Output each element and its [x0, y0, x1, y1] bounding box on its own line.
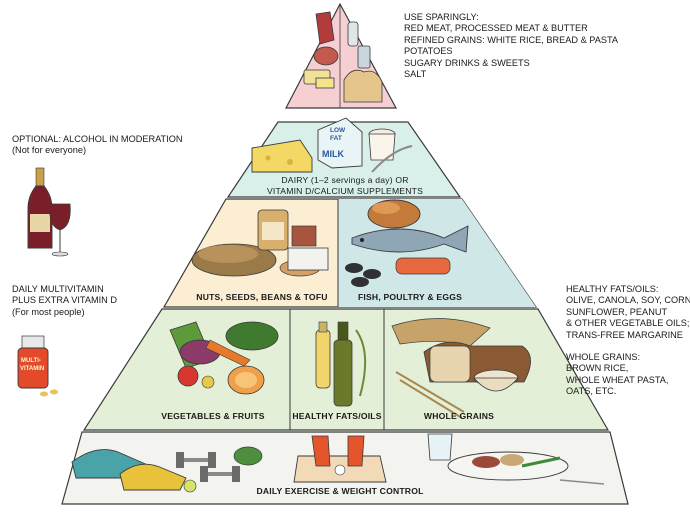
turkey-icon [367, 199, 421, 229]
grains-item: BROWN RICE, [566, 363, 629, 374]
vitamin-note-line1: DAILY MULTIVITAMIN [12, 284, 104, 294]
sparingly-item: SALT [404, 69, 427, 80]
wine-glass-icon [49, 203, 71, 257]
water-glass-icon [427, 433, 453, 461]
oil-bottle-icon [315, 321, 367, 407]
alcohol-note-line2: (Not for everyone) [12, 145, 87, 156]
vitamin-note-line3: (For most people) [12, 306, 85, 317]
grains-item: OATS, ETC. [566, 386, 617, 397]
dumbbell-icon [176, 446, 263, 493]
milk-carton-icon: LOW FAT MILK [317, 117, 363, 169]
bread-icon [343, 21, 383, 103]
dairy-label-line1: DAIRY (1–2 servings a day) OR [281, 175, 409, 185]
healthy-fats-heading: HEALTHY FATS/OILS: [566, 284, 659, 294]
dairy-label-line2: VITAMIN D/CALCIUM SUPPLEMENTS [266, 185, 424, 196]
grains-item: WHOLE WHEAT PASTA, [566, 374, 669, 385]
wheat-icon [391, 318, 491, 419]
exercise-label: DAILY EXERCISE & WEIGHT CONTROL [256, 486, 424, 496]
wine-bottle-icon [27, 167, 53, 249]
nuts-label: NUTS, SEEDS, BEANS & TOFU [196, 292, 328, 302]
milk-label: MILK [322, 149, 344, 159]
use-sparingly-heading: USE SPARINGLY: [404, 12, 479, 22]
whole-grains-note: WHOLE GRAINS: BROWN RICE, WHOLE WHEAT PA… [566, 352, 668, 398]
sparingly-item: SUGARY DRINKS & SWEETS [404, 57, 530, 68]
use-sparingly-note: USE SPARINGLY: RED MEAT, PROCESSED MEAT … [404, 12, 618, 80]
fats-item: OLIVE, CANOLA, SOY, CORN, [566, 295, 690, 306]
yogurt-icon [368, 128, 413, 173]
vitamin-note: DAILY MULTIVITAMIN PLUS EXTRA VITAMIN D … [12, 284, 117, 318]
sparingly-item: REFINED GRAINS: WHITE RICE, BREAD & PAST… [404, 34, 619, 45]
vitamin-label-2: VITAMIN [20, 366, 44, 372]
fish-label: FISH, POULTRY & EGGS [357, 292, 463, 302]
whole-grains-heading: WHOLE GRAINS: [566, 352, 641, 362]
vegetables-icon [169, 321, 279, 395]
meat-icon [303, 11, 339, 85]
dairy-label: DAIRY (1–2 servings a day) OR VITAMIN D/… [252, 175, 438, 196]
rice-bowl-icon [473, 369, 519, 392]
fats-item: TRANS-FREE MARGARINE [566, 329, 683, 340]
fats-item: & OTHER VEGETABLE OILS; [566, 318, 690, 329]
vitamin-label-1: MULTI- [21, 358, 41, 364]
nuts-icon [191, 209, 329, 277]
vegetables-label: VEGETABLES & FRUITS [161, 411, 265, 421]
fats-label: HEALTHY FATS/OILS [292, 411, 382, 421]
bathroom-scale-icon [293, 435, 387, 483]
healthy-fats-note: HEALTHY FATS/OILS: OLIVE, CANOLA, SOY, C… [566, 284, 690, 341]
alcohol-note-line1: OPTIONAL: ALCOHOL IN MODERATION [12, 134, 183, 144]
sparingly-item: POTATOES [404, 46, 453, 57]
milk-low-label: LOW [330, 127, 346, 134]
fish-icon [345, 225, 469, 287]
grains-label: WHOLE GRAINS [423, 411, 495, 421]
sparingly-item: RED MEAT, PROCESSED MEAT & BUTTER [404, 23, 588, 34]
cheese-icon [251, 139, 313, 173]
sneakers-icon [71, 449, 187, 491]
dinner-plate-icon [447, 451, 605, 485]
milk-fat-label: FAT [330, 135, 342, 142]
butter-icon [315, 77, 335, 89]
fats-item: SUNFLOWER, PEANUT [566, 306, 668, 317]
vitamin-bottle-icon: MULTI- VITAMIN [17, 335, 58, 397]
vitamin-note-line2: PLUS EXTRA VITAMIN D [12, 295, 117, 306]
alcohol-note: OPTIONAL: ALCOHOL IN MODERATION (Not for… [12, 134, 183, 157]
